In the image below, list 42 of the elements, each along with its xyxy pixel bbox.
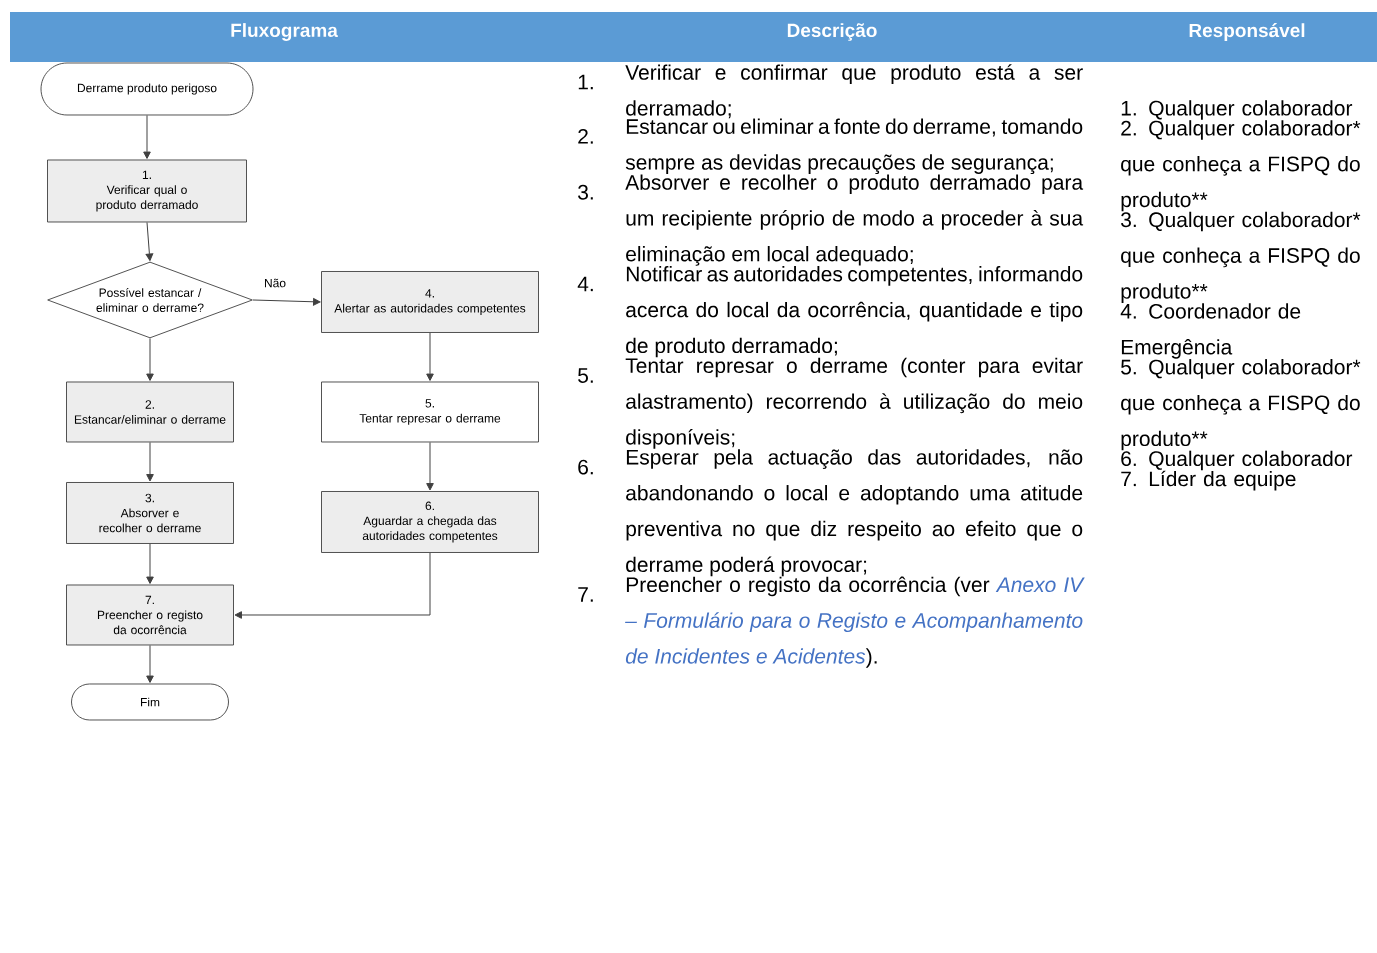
arrow — [146, 543, 154, 584]
step-number: 2. — [578, 128, 593, 144]
responsible-text: 6. Qualquer colaborador — [1121, 450, 1353, 471]
process-box: 7. Preencher o registo da ocorrência — [66, 584, 234, 646]
responsible-text: 7. Líder da equipe — [1121, 470, 1296, 491]
process-box: 5. Tentar represar o derrame — [321, 381, 539, 443]
step-description: Estancar ou eliminar a fonte do derrame, tomando sempre as devidas precauções de segurança; — [625, 118, 1083, 174]
step-number: 3. — [578, 184, 593, 200]
process-box: 3. Absorver e recolher o derrame — [66, 482, 234, 544]
responsible-text: 4. Coordenador de Emergência — [1120, 303, 1301, 359]
column-header: Descrição — [787, 23, 877, 41]
responsible-text: 1. Qualquer colaborador — [1121, 100, 1353, 120]
step-description: Notificar as autoridades competentes, informando acerca do local da ocorrência, quantidade e tipo de produto derramado; — [626, 266, 1083, 358]
responsible-text: 5. Qualquer colaborador* que conheça a FISPQ do produto** — [1121, 359, 1361, 451]
process-box: 4. Alertar as autoridades competentes — [321, 271, 539, 333]
process-box: 6. Aguardar a chegada das autoridades competentes — [321, 491, 539, 553]
step-number: 4. — [577, 276, 593, 292]
arrow — [426, 332, 434, 381]
edge-label: Não — [263, 277, 287, 289]
arrow — [234, 552, 431, 619]
step-number: 5. — [578, 368, 593, 383]
process-box: 1. Verificar qual o produto derramado — [47, 159, 247, 223]
step-number: 6. — [578, 459, 593, 475]
step-number: 7. — [578, 587, 593, 602]
step-description: Tentar represar o derrame (conter para evitar alastramento) recorrendo à utilização do meio disponíveis; — [625, 357, 1083, 449]
step-description: Preencher o registo da ocorrência (ver Anexo IV – Formulário para o Registo e Acompanhamento de Incidentes e Acidentes). — [625, 576, 1085, 668]
arrow — [146, 441, 154, 482]
arrow — [146, 644, 154, 683]
step-description: Absorver e recolher o produto derramado para um recipiente próprio de modo a proceder à sua eliminação em local adequado; — [625, 174, 1084, 266]
arrow — [252, 297, 321, 306]
responsible-text: 3. Qualquer colaborador* que conheça a FISPQ do produto** — [1121, 211, 1361, 303]
step-number: 1. — [578, 74, 593, 90]
arrow — [145, 221, 154, 261]
column-header: Fluxograma — [231, 23, 338, 41]
step-description: Esperar pela actuação das autoridades, não abandonando o local e adoptando uma atitude preventiva no que diz respeito ao efeito que o derrame poderá provocar; — [626, 449, 1083, 577]
arrow — [426, 441, 434, 491]
step-description: Verificar e confirmar que produto está a ser derramado; — [625, 64, 1083, 119]
column-header: Responsável — [1189, 23, 1305, 41]
responsible-text: 2. Qualquer colaborador* que conheça a FISPQ do produto** — [1121, 120, 1361, 212]
arrow — [146, 337, 154, 381]
arrow — [143, 114, 151, 159]
process-box: 2. Estancar/eliminar o derrame — [66, 381, 234, 443]
